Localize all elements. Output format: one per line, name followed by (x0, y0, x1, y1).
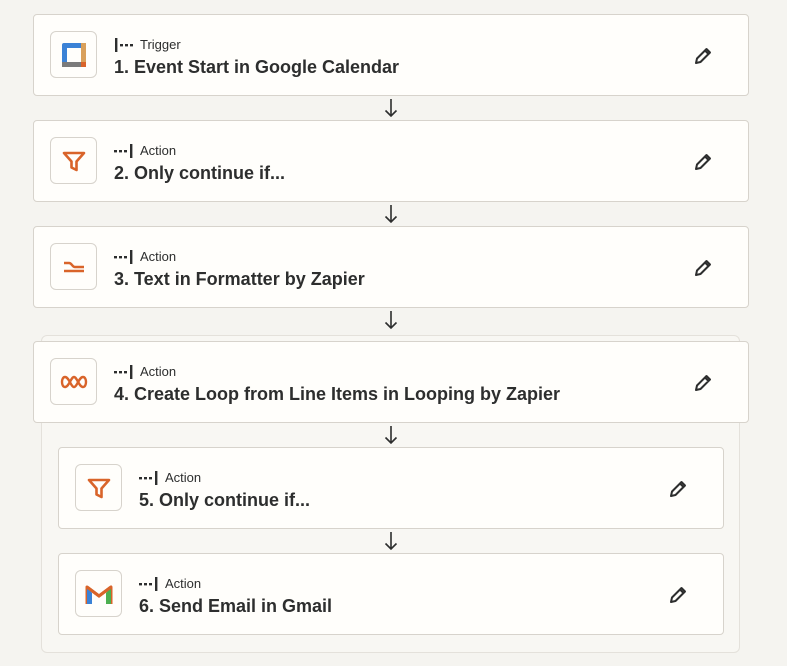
action-icon (114, 249, 133, 264)
arrow-down-icon (384, 311, 398, 330)
step-card-2[interactable]: Action 2. Only continue if... (33, 120, 749, 202)
step-card-4[interactable]: Action 4. Create Loop from Line Items in… (33, 341, 749, 423)
filter-icon (75, 464, 122, 511)
looping-icon (50, 358, 97, 405)
step-kind-label: Action (140, 249, 177, 264)
step-title: 1. Event Start in Google Calendar (114, 57, 400, 77)
step-title: 4. Create Loop from Line Items in Loopin… (114, 384, 561, 404)
step-card-1[interactable]: Trigger 1. Event Start in Google Calenda… (33, 14, 749, 96)
action-icon (139, 470, 158, 485)
google-calendar-icon (50, 31, 97, 78)
step-title: 5. Only continue if... (139, 490, 311, 510)
arrow-down-icon (384, 205, 398, 224)
pencil-icon[interactable] (692, 372, 714, 394)
step-kind-label: Trigger (140, 37, 181, 52)
action-icon (139, 576, 158, 591)
action-icon (114, 143, 133, 158)
step-title: 3. Text in Formatter by Zapier (114, 269, 365, 289)
pencil-icon[interactable] (692, 151, 714, 173)
filter-icon (50, 137, 97, 184)
formatter-icon (50, 243, 97, 290)
arrow-down-icon (384, 532, 398, 551)
step-card-5[interactable]: Action 5. Only continue if... (58, 447, 724, 529)
step-card-3[interactable]: Action 3. Text in Formatter by Zapier (33, 226, 749, 308)
step-kind-label: Action (140, 364, 177, 379)
step-kind-label: Action (140, 143, 177, 158)
step-title: 2. Only continue if... (114, 163, 286, 183)
arrow-down-icon (384, 99, 398, 118)
pencil-icon[interactable] (667, 478, 689, 500)
step-kind-label: Action (165, 576, 202, 591)
pencil-icon[interactable] (692, 45, 714, 67)
step-kind-label: Action (165, 470, 202, 485)
step-card-6[interactable]: Action 6. Send Email in Gmail (58, 553, 724, 635)
step-title: 6. Send Email in Gmail (139, 596, 333, 616)
arrow-down-icon (384, 426, 398, 445)
pencil-icon[interactable] (667, 584, 689, 606)
pencil-icon[interactable] (692, 257, 714, 279)
trigger-icon (115, 37, 133, 52)
action-icon (114, 364, 133, 379)
gmail-icon (75, 570, 122, 617)
